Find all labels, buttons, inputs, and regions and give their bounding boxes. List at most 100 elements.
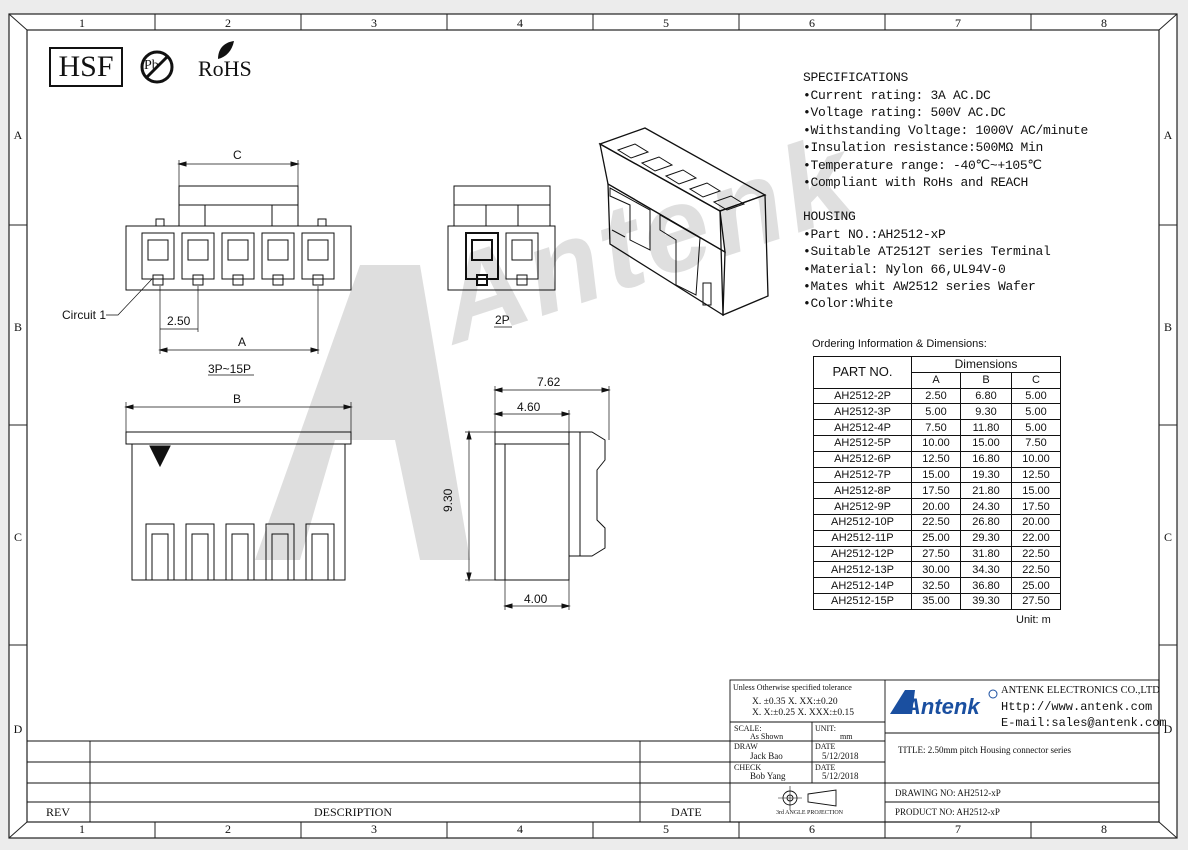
circuit-1-label: Circuit 1	[62, 308, 107, 322]
rev-header: REV	[46, 805, 70, 819]
housing-part: •Part NO.:AH2512-xP	[803, 227, 946, 242]
housing-terminal: •Suitable AT2512T series Terminal	[803, 244, 1051, 259]
front-view-caption: 3P~15P	[208, 362, 252, 376]
company-logo: Antenk	[905, 694, 980, 719]
check-date-label: DATE	[815, 763, 836, 772]
table-cell-b: 6.80	[960, 387, 1012, 405]
check-date: 5/12/2018	[822, 771, 859, 781]
two-p-caption: 2P	[495, 313, 510, 327]
draw-label: DRAW	[734, 742, 758, 751]
watermark-shape	[255, 265, 470, 560]
table-cell-b: 9.30	[960, 403, 1012, 421]
front-view-cavities	[141, 232, 335, 286]
table-cell-a: 35.00	[911, 592, 961, 610]
zone-col-5-bottom: 5	[663, 822, 669, 836]
zone-row-d: D	[13, 722, 23, 736]
table-cell-a: 7.50	[911, 419, 961, 436]
spec-voltage: •Voltage rating: 500V AC.DC	[803, 105, 1006, 120]
zone-col-3-bottom: 3	[371, 822, 377, 836]
table-cell-a: 5.00	[911, 403, 961, 421]
dim-762-label: 7.62	[537, 375, 561, 389]
table-cell-part: AH2512-3P	[813, 403, 912, 421]
table-cell-a: 10.00	[911, 434, 961, 452]
table-cell-a: 17.50	[911, 482, 961, 500]
unit-value: mm	[840, 732, 853, 741]
zone-col-8-bottom: 8	[1101, 822, 1107, 836]
company-website: Http://www.antenk.com	[1001, 700, 1153, 714]
table-cell-c: 7.50	[1011, 434, 1061, 452]
scale-label: SCALE:	[734, 724, 762, 733]
check-label: CHECK	[734, 763, 762, 772]
table-cell-c: 12.50	[1011, 466, 1061, 484]
two-p-view-geometry	[447, 185, 556, 328]
col-c: C	[1011, 371, 1061, 389]
zone-col-4-bottom: 4	[517, 822, 523, 836]
pb-free-icon	[140, 50, 174, 84]
table-cell-c: 20.00	[1011, 513, 1061, 531]
front-view-geometry	[106, 160, 352, 376]
zone-col-8: 8	[1101, 16, 1107, 30]
projection-label: 3rd ANGLE PROJECTION	[776, 810, 843, 816]
table-cell-part: AH2512-12P	[813, 545, 912, 563]
description-header: DESCRIPTION	[314, 805, 393, 819]
table-cell-b: 21.80	[960, 482, 1012, 500]
housing-heading: HOUSING	[803, 209, 856, 224]
company-name: ANTENK ELECTRONICS CO.,LTD	[1001, 685, 1160, 696]
dim-460-label: 4.60	[517, 400, 541, 414]
spec-withstanding: •Withstanding Voltage: 1000V AC/minute	[803, 123, 1089, 138]
specifications-heading: SPECIFICATIONS	[803, 70, 909, 85]
spec-temperature: •Temperature range: -40℃~+105℃	[803, 158, 1042, 173]
table-cell-c: 22.50	[1011, 545, 1061, 563]
zone-col-7-bottom: 7	[955, 822, 961, 836]
table-cell-a: 27.50	[911, 545, 961, 563]
check-value: Bob Yang	[750, 771, 786, 781]
table-cell-part: AH2512-7P	[813, 466, 912, 484]
table-cell-a: 25.00	[911, 529, 961, 547]
table-cell-part: AH2512-11P	[813, 529, 912, 547]
table-cell-b: 31.80	[960, 545, 1012, 563]
table-cell-c: 5.00	[1011, 387, 1061, 405]
unit-label: UNIT:	[815, 724, 836, 733]
table-cell-b: 29.30	[960, 529, 1012, 547]
table-cell-c: 5.00	[1011, 419, 1061, 436]
table-cell-a: 2.50	[911, 387, 961, 405]
antenk-logo-mark	[890, 690, 915, 714]
zone-row-b: B	[13, 320, 22, 334]
zone-col-6-bottom: 6	[809, 822, 815, 836]
housing-material: •Material: Nylon 66,UL94V-0	[803, 262, 1006, 277]
table-cell-part: AH2512-10P	[813, 513, 912, 531]
zone-col-1-bottom: 1	[79, 822, 85, 836]
zone-ticks	[9, 14, 1177, 838]
table-cell-b: 39.30	[960, 592, 1012, 610]
table-cell-b: 34.30	[960, 561, 1012, 579]
tolerance-line-2: X. X:±0.25 X. XXX:±0.15	[752, 708, 854, 718]
drawing-title: TITLE: 2.50mm pitch Housing connector se…	[898, 745, 1071, 755]
draw-date: 5/12/2018	[822, 751, 859, 761]
zone-row-c: C	[13, 530, 22, 544]
hsf-logo: HSF	[49, 47, 123, 87]
product-number: PRODUCT NO: AH2512-xP	[895, 807, 1000, 817]
company-email: E-mail:sales@antenk.com	[1001, 716, 1167, 730]
table-cell-part: AH2512-5P	[813, 434, 912, 452]
table-cell-c: 22.00	[1011, 529, 1061, 547]
zone-col-7: 7	[955, 16, 961, 30]
table-cell-part: AH2512-6P	[813, 450, 912, 468]
table-cell-a: 20.00	[911, 498, 961, 515]
dim-930-label: 9.30	[441, 488, 455, 512]
table-cell-a: 32.50	[911, 577, 961, 594]
housing-wafer: •Mates whit AW2512 series Wafer	[803, 279, 1036, 294]
table-cell-b: 11.80	[960, 419, 1012, 436]
tolerance-line-1: X. ±0.35 X. XX:±0.20	[752, 697, 838, 707]
table-cell-c: 22.50	[1011, 561, 1061, 579]
table-cell-b: 36.80	[960, 577, 1012, 594]
